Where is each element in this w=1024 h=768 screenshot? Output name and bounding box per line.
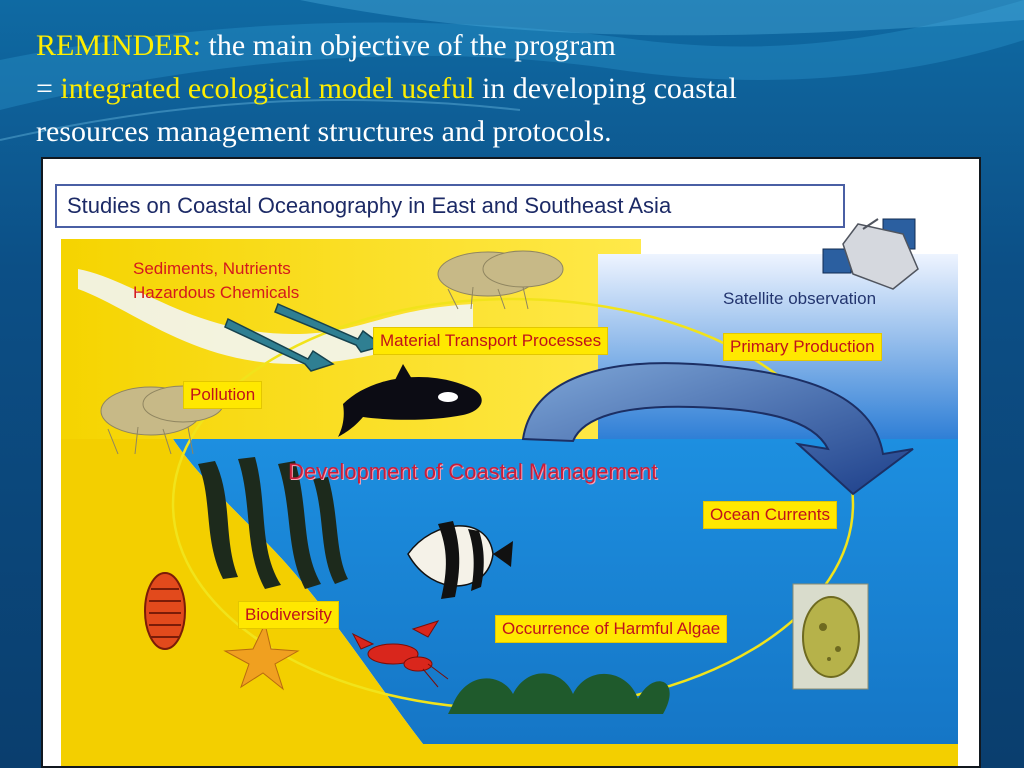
seaweed-icon: [198, 457, 348, 589]
harmful-algae-label: Occurrence of Harmful Algae: [495, 615, 728, 643]
seabed: [61, 439, 423, 744]
heading-line-3: resources management structures and prot…: [36, 115, 612, 148]
heading-line-2-text: in developing coastal: [474, 72, 737, 105]
lobster-icon: [351, 620, 449, 688]
starfish-icon: [223, 622, 300, 691]
orca-icon: [338, 364, 482, 437]
seaweed-bottom-icon: [448, 673, 670, 714]
equals-sign: =: [36, 72, 61, 105]
pollution-label: Pollution: [183, 381, 263, 409]
center-label: Development of Coastal Management: [288, 459, 658, 484]
coastal-oceanography-figure: Studies on Coastal Oceanography in East …: [41, 157, 981, 768]
hazardous-label: Hazardous Chemicals: [133, 283, 300, 302]
current-arrow-icon: [521, 362, 914, 496]
figure-title: Studies on Coastal Oceanography in East …: [55, 184, 845, 228]
heading-highlight: integrated ecological model useful: [60, 72, 475, 105]
satellite-label: Satellite observation: [723, 289, 877, 308]
angelfish-icon: [407, 521, 513, 599]
algae-cell-icon: [792, 583, 869, 690]
chiton-icon: [144, 572, 186, 650]
mangrove-icon: [100, 250, 564, 455]
material-transport-label: Material Transport Processes: [373, 327, 609, 355]
primary-production-label: Primary Production: [723, 333, 882, 361]
heading-line-1-text: the main objective of the program: [201, 29, 616, 62]
sediments-label: Sediments, Nutrients: [133, 259, 291, 278]
biodiversity-label: Biodiversity: [238, 601, 339, 629]
heading-line-2: = integrated ecological model useful in …: [36, 67, 996, 110]
satellite-icon: [822, 218, 919, 290]
slide-heading: REMINDER: the main objective of the prog…: [36, 24, 996, 153]
ocean-currents-label: Ocean Currents: [703, 501, 837, 529]
input-arrow-icon: [224, 302, 385, 372]
heading-line-1: REMINDER: the main objective of the prog…: [36, 24, 996, 67]
reminder-label: REMINDER:: [36, 29, 201, 62]
